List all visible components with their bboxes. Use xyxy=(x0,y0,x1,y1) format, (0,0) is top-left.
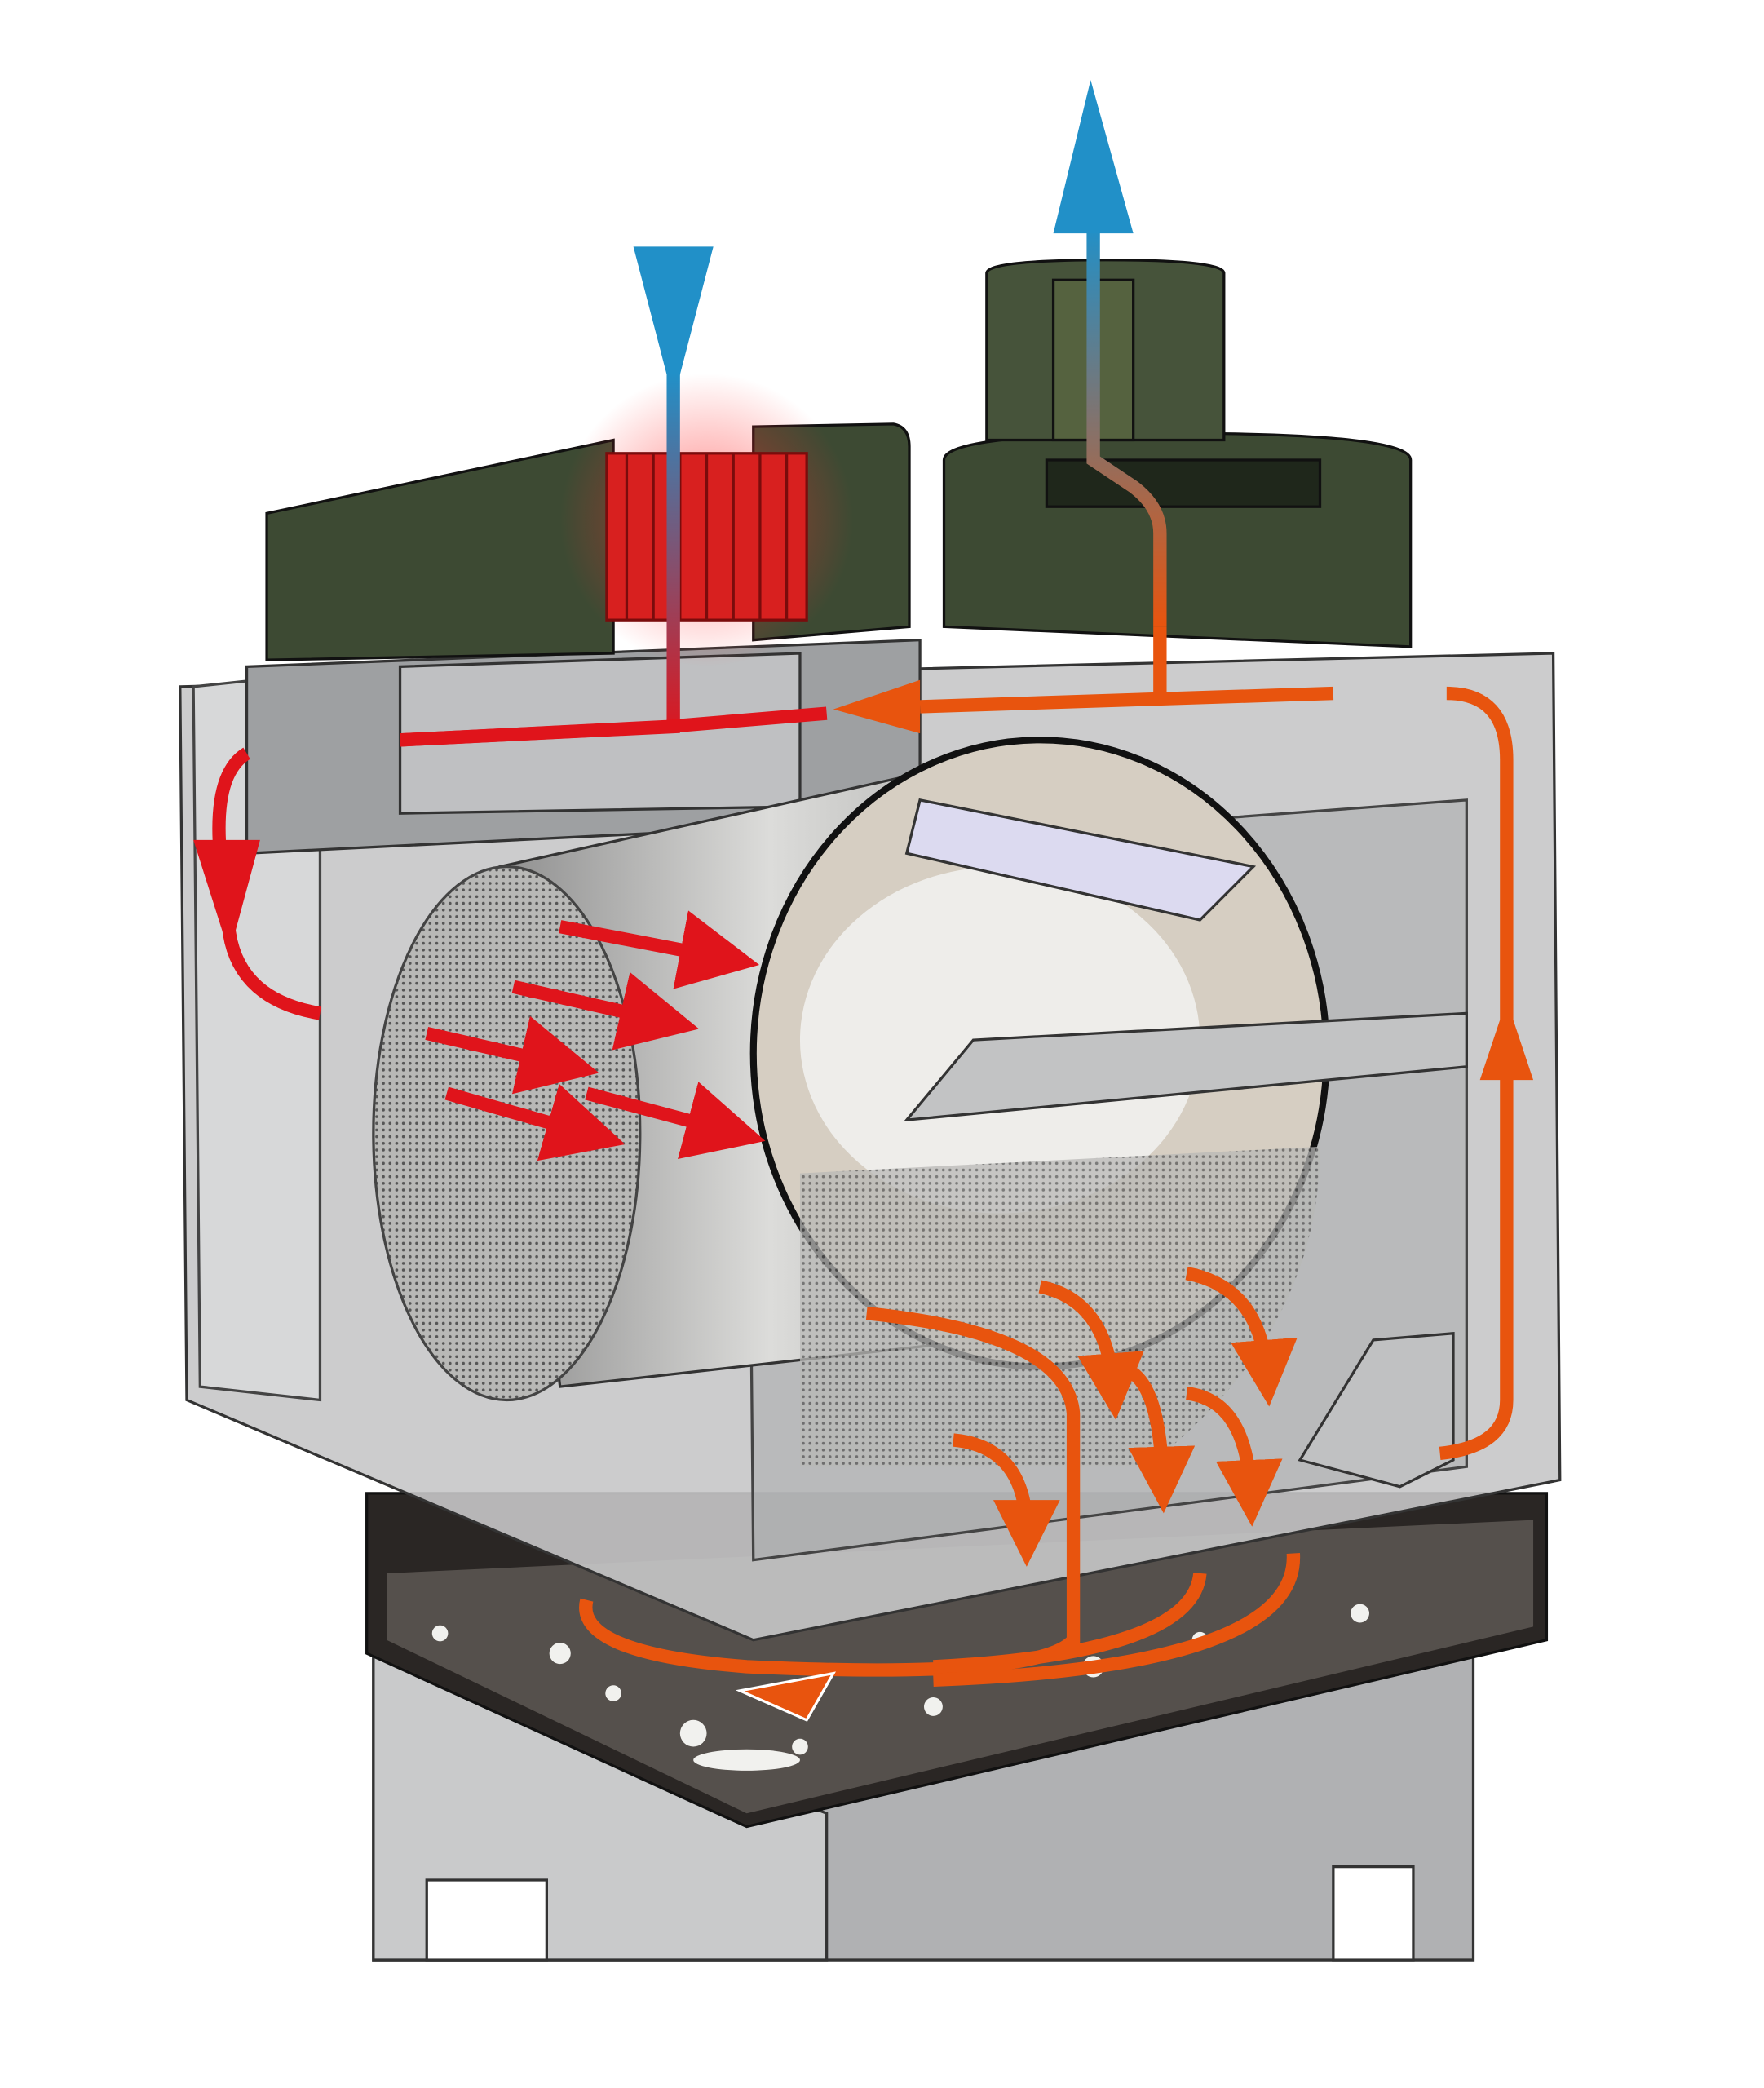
arrow-down-icon xyxy=(633,246,714,400)
exhaust-flow xyxy=(1053,80,1167,627)
heater-housing xyxy=(265,373,911,667)
heated-air-flow xyxy=(193,706,828,1161)
arrow-up-icon xyxy=(1053,80,1134,234)
heater-coil-icon xyxy=(605,452,808,622)
drum xyxy=(372,737,1468,1489)
recirculated-air-flow xyxy=(579,626,1534,1722)
